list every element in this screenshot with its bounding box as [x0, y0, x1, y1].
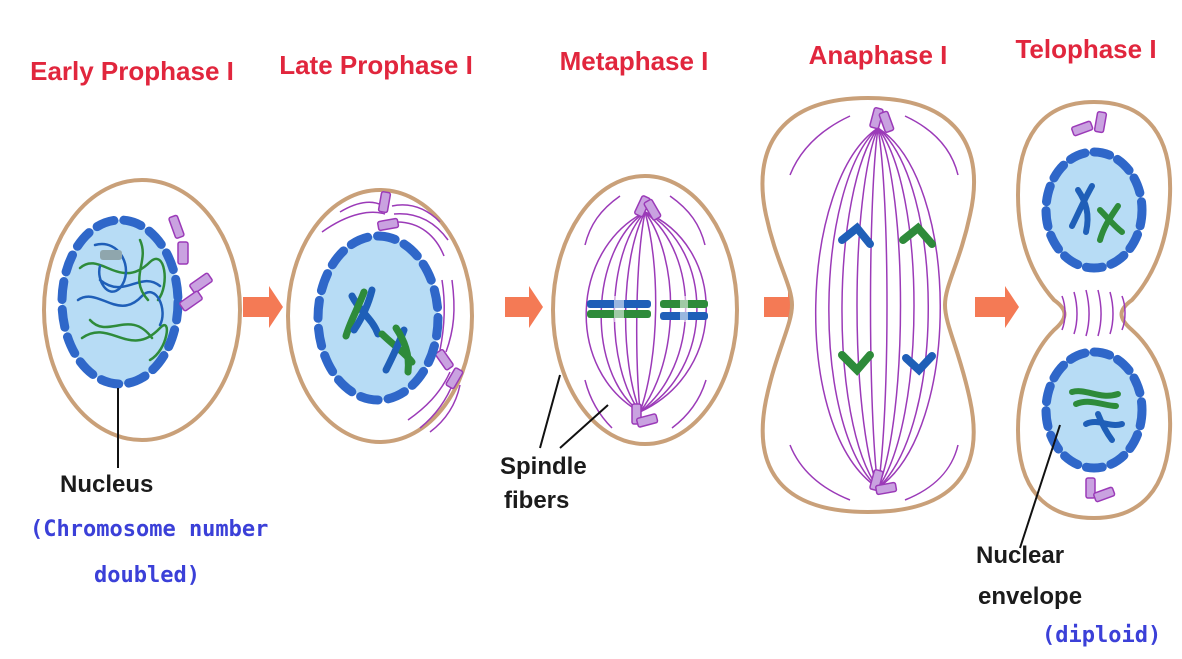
label-nucleus: Nucleus: [60, 471, 153, 498]
phase-title-metaphase: Metaphase I: [560, 46, 709, 76]
cell-metaphase: [553, 176, 737, 444]
label-diploid: (diploid): [1042, 623, 1161, 648]
arrow-2: [505, 286, 543, 328]
daughter-nucleus-bottom: [1046, 352, 1142, 468]
label-spindle-line2: fibers: [504, 487, 569, 514]
label-nuclear-line1: Nuclear: [976, 542, 1064, 569]
arrow-4: [975, 286, 1019, 328]
daughter-nucleus-top: [1046, 152, 1142, 268]
arrow-1: [243, 286, 283, 328]
phase-title-telophase: Telophase I: [1015, 34, 1156, 64]
label-chromosome-line2: doubled): [94, 563, 200, 588]
cell-early-prophase: [44, 180, 240, 440]
label-nuclear-line2: envelope: [978, 583, 1082, 610]
cell-telophase: [1018, 102, 1170, 518]
phase-title-early-prophase: Early Prophase I: [30, 56, 234, 86]
nucleus: [318, 236, 438, 400]
cell-anaphase: [762, 98, 974, 512]
label-chromosome-line1: (Chromosome number: [30, 517, 268, 542]
cell-late-prophase: [288, 190, 472, 442]
nucleolus: [100, 250, 122, 260]
phase-title-anaphase: Anaphase I: [809, 40, 948, 70]
label-spindle-line1: Spindle: [500, 453, 587, 480]
phase-title-late-prophase: Late Prophase I: [279, 50, 473, 80]
nucleus: [62, 220, 178, 384]
